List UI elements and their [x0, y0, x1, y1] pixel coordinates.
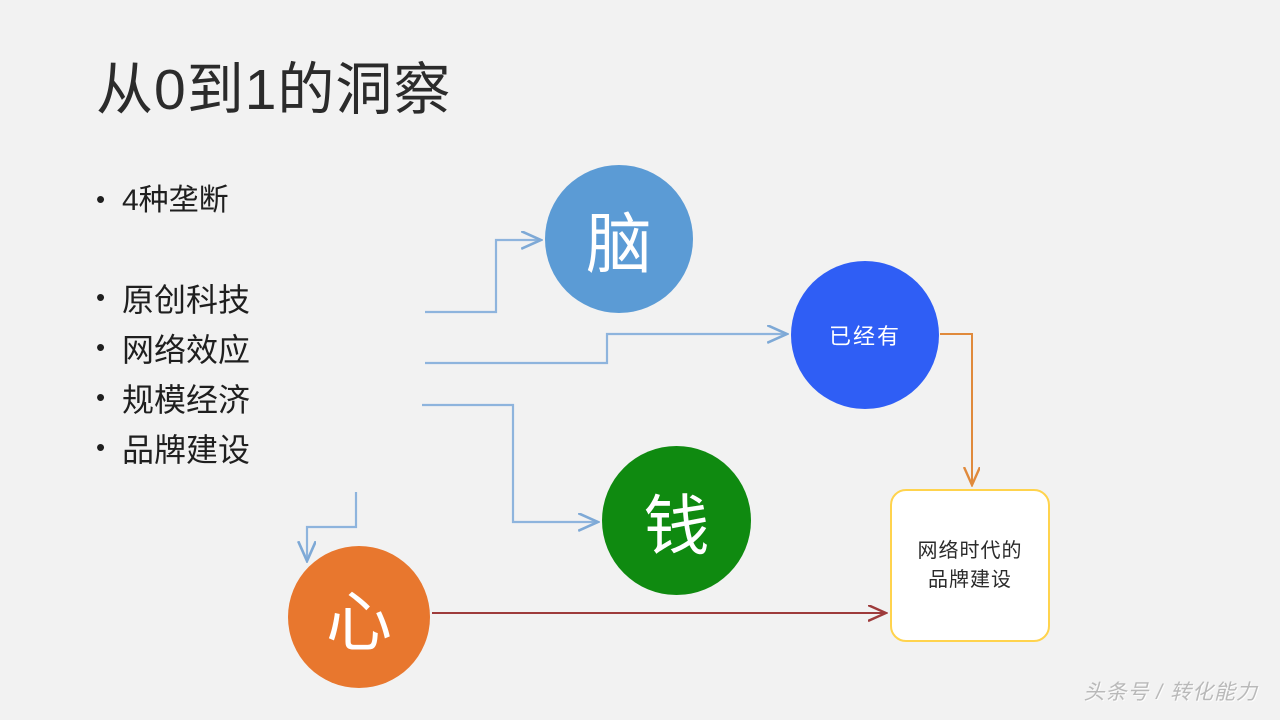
watermark: 头条号 / 转化能力	[1083, 681, 1258, 704]
node-result-box[interactable]: 网络时代的 品牌建设	[890, 489, 1050, 642]
connector-text-to-existing	[425, 334, 787, 365]
page-title: 从0到1的洞察	[96, 58, 452, 122]
connector-existing-to-result	[940, 333, 972, 485]
node-brain[interactable]: 脑	[545, 165, 693, 313]
node-result-line2: 品牌建设	[928, 568, 1012, 591]
node-existing[interactable]: 已经有	[791, 261, 939, 409]
list-item: 网络效应	[92, 332, 352, 366]
bullet-list: 4种垄断 原创科技 网络效应 规模经济 品牌建设	[92, 184, 352, 484]
connector-text-to-money	[422, 403, 598, 522]
list-item-spacer	[92, 228, 352, 284]
node-brain-label: 脑	[586, 207, 652, 281]
node-heart[interactable]: 心	[288, 546, 430, 688]
node-money-label: 钱	[643, 488, 710, 563]
list-item: 规模经济	[92, 382, 352, 416]
node-heart-label: 心	[326, 585, 392, 659]
list-item: 4种垄断	[92, 184, 352, 216]
list-item: 原创科技	[92, 282, 352, 316]
node-existing-label: 已经有	[828, 324, 901, 349]
list-item: 品牌建设	[92, 432, 352, 466]
node-result-text: 网络时代的 品牌建设	[918, 537, 1023, 595]
connector-text-to-brain	[425, 240, 541, 314]
node-result-line1: 网络时代的	[917, 539, 1023, 562]
node-money[interactable]: 钱	[602, 446, 751, 595]
